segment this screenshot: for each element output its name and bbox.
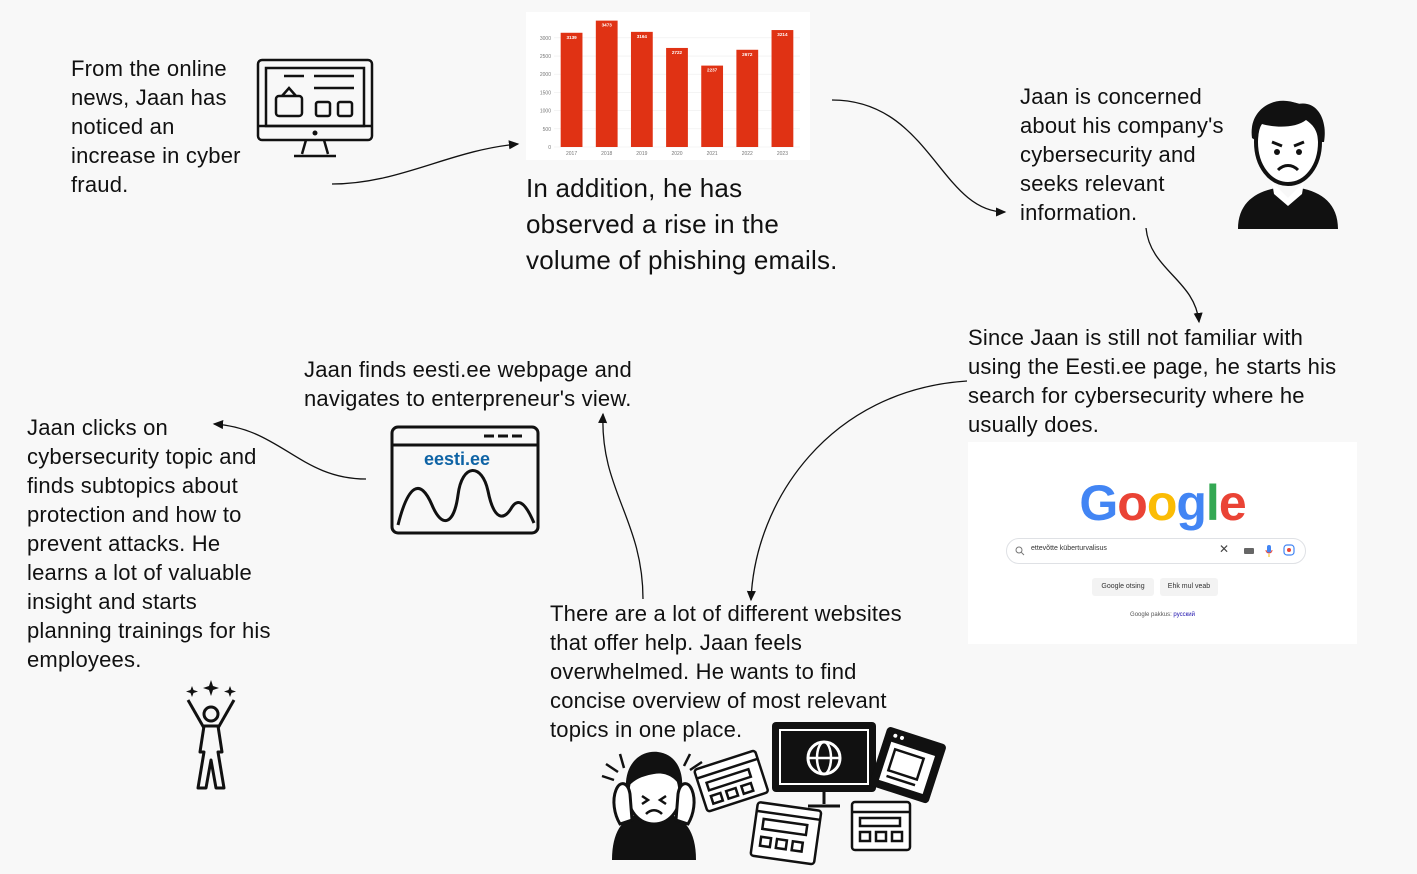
google-search-screenshot: Google ettevõtte küberturvalisus ✕ Googl…: [968, 442, 1357, 644]
eesti-logo-text: eesti.ee: [424, 449, 491, 469]
x-tick-label: 2022: [742, 151, 753, 157]
bar: [736, 49, 759, 147]
y-tick-label: 0: [548, 145, 551, 151]
x-tick-label: 2017: [566, 151, 577, 157]
monitor-news-icon: [256, 58, 374, 158]
google-logo-letter: l: [1205, 475, 1220, 531]
feeling-lucky-button[interactable]: Ehk mul veab: [1160, 578, 1218, 596]
bar: [560, 32, 583, 147]
worried-person-icon: [1238, 100, 1338, 229]
x-tick-label: 2020: [671, 151, 682, 157]
browser-window-icon-3: [850, 800, 912, 852]
google-logo-letter: G: [1079, 475, 1118, 531]
browser-window-icon-1: [693, 749, 769, 813]
browser-window-icon-2: [749, 801, 823, 866]
google-logo-letter: o: [1146, 475, 1178, 531]
chart-svg: 0 500 1000 1500 2000 2500 3000 3139 2017 3473 2018…: [540, 20, 800, 157]
text-overwhelmed: There are a lot of different websites th…: [550, 601, 902, 742]
globe-monitor-icon: [772, 722, 876, 808]
google-logo-letter: o: [1117, 475, 1148, 531]
text-phishing-rise: In addition, he has observed a rise in t…: [526, 173, 838, 275]
arrow-search-to-overwhelmed: [746, 380, 968, 602]
camera-lens-icon[interactable]: [1283, 544, 1295, 556]
google-search-input[interactable]: ettevõtte küberturvalisus ✕: [1006, 538, 1306, 564]
overwhelmed-scene-icon: [601, 722, 946, 866]
bar: [701, 65, 724, 147]
x-tick-label: 2019: [636, 151, 647, 157]
text-concerned: Jaan is concerned about his company's cy…: [1020, 84, 1224, 225]
bar-value-label: 3214: [777, 32, 788, 37]
arrow-chart-to-concerned: [831, 99, 1007, 217]
arrow-concerned-to-search: [1145, 227, 1203, 324]
bar: [630, 31, 653, 147]
bar-value-label: 2237: [707, 68, 718, 73]
phishing-bar-chart: 0 500 1000 1500 2000 2500 3000 3139 2017 3473 2018…: [526, 12, 810, 160]
x-tick-label: 2018: [601, 151, 612, 157]
arrow-news-to-chart: [331, 140, 520, 185]
google-search-button[interactable]: Google otsing: [1092, 578, 1154, 596]
search-query: ettevõtte küberturvalisus: [1031, 545, 1107, 552]
y-tick-label: 1500: [540, 90, 551, 96]
bar: [771, 30, 794, 147]
google-logo: Google: [968, 474, 1357, 532]
text-usual-search: Since Jaan is still not familiar with us…: [968, 325, 1337, 437]
stressed-person-icon: [601, 751, 703, 860]
arrow-eesti-to-clicks: [212, 420, 367, 480]
y-tick-label: 500: [543, 127, 552, 133]
bar-value-label: 3164: [637, 34, 648, 39]
text-clicks-cybersecurity: Jaan clicks on cybersecurity topic and f…: [27, 415, 271, 672]
bar-value-label: 3139: [566, 35, 577, 40]
google-logo-letter: e: [1218, 475, 1247, 531]
inspired-person-icon: [186, 680, 236, 790]
language-link[interactable]: русский: [1173, 612, 1195, 618]
y-tick-label: 2500: [540, 54, 551, 60]
bar-value-label: 3473: [602, 23, 613, 28]
arrow-overwhelmed-to-eesti: [598, 412, 644, 600]
microphone-icon[interactable]: [1265, 544, 1273, 558]
bar-value-label: 2672: [742, 52, 753, 57]
bar: [595, 20, 618, 148]
browser-window-icon-4: [869, 727, 946, 804]
y-tick-label: 1000: [540, 109, 551, 115]
text-finds-eesti: Jaan finds eesti.ee webpage and navigate…: [304, 357, 632, 411]
text-online-news: From the online news, Jaan has noticed a…: [71, 56, 241, 197]
bar-value-label: 2722: [672, 50, 683, 55]
language-prefix: Google pakkus:: [1130, 612, 1172, 618]
close-icon[interactable]: ✕: [1219, 542, 1230, 556]
google-logo-letter: g: [1176, 475, 1207, 531]
x-tick-label: 2023: [777, 151, 788, 157]
y-tick-label: 3000: [540, 36, 551, 42]
keyboard-icon[interactable]: [1244, 548, 1254, 554]
y-tick-label: 2000: [540, 72, 551, 78]
search-icon: [1015, 546, 1025, 556]
eesti-browser-icon: [390, 425, 540, 535]
x-tick-label: 2021: [707, 151, 718, 157]
bar: [666, 47, 688, 147]
google-language-offer: Google pakkus: русский: [968, 612, 1357, 618]
